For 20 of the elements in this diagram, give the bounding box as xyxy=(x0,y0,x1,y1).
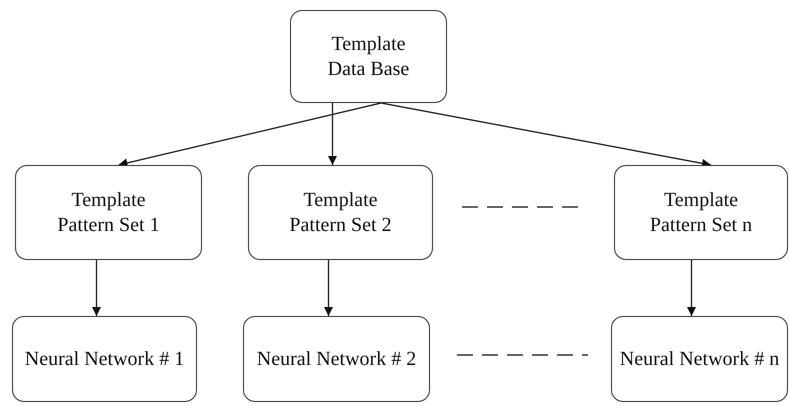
arrow xyxy=(92,260,101,316)
process-box xyxy=(15,165,202,260)
box-label: Template Pattern Set n xyxy=(648,188,754,238)
process-box xyxy=(243,316,430,402)
process-box xyxy=(290,10,447,103)
arrow xyxy=(380,102,712,168)
process-box xyxy=(12,316,197,402)
box-label: Neural Network # n xyxy=(620,346,780,372)
box-label: Neural Network # 2 xyxy=(256,346,416,372)
box-label: Template Pattern Set 2 xyxy=(288,188,393,238)
process-box xyxy=(611,316,788,402)
arrow xyxy=(687,260,696,316)
box-label: Template Data Base xyxy=(326,32,410,82)
arrow xyxy=(324,260,333,316)
process-box xyxy=(248,165,433,260)
arrow xyxy=(328,103,337,165)
arrow xyxy=(118,102,382,168)
process-box xyxy=(614,165,788,260)
box-label: Template Pattern Set 1 xyxy=(56,188,161,238)
box-label: Neural Network # 1 xyxy=(24,346,184,372)
